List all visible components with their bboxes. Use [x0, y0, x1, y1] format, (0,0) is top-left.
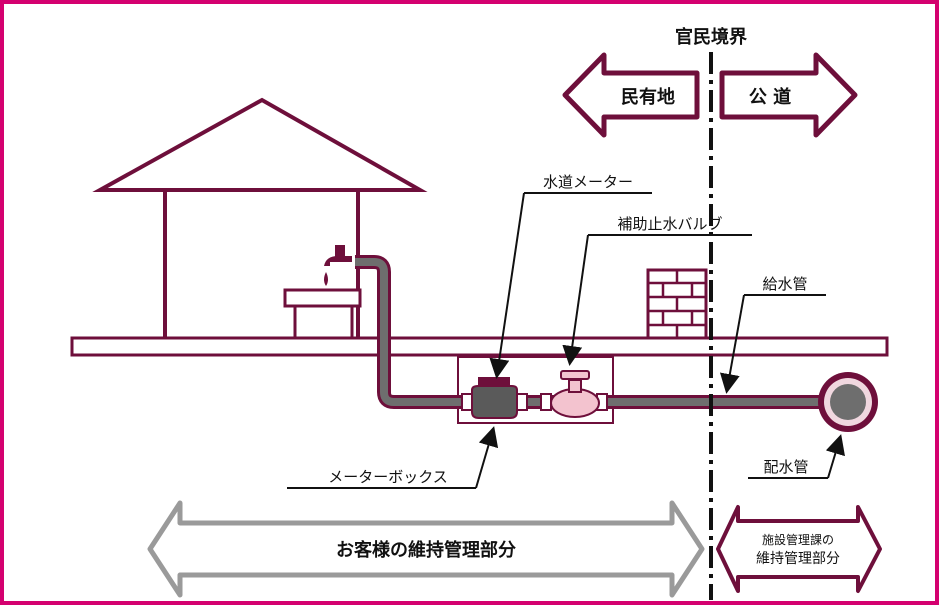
private-land-arrow: [562, 52, 700, 138]
faucet-icon: [324, 245, 352, 286]
leader-meter-box: [287, 426, 499, 489]
private-land-label: 民有地: [621, 86, 675, 108]
ground-surface: [70, 336, 889, 357]
leader-aux-valve: [562, 234, 752, 366]
supply-pipe-label: 給水管: [762, 275, 807, 293]
customer-maintenance-label: お客様の維持管理部分: [336, 539, 516, 561]
supply-pipe: [355, 255, 835, 409]
facility-maintenance-arrow: [716, 505, 882, 593]
public-road-label: 公 道: [749, 86, 791, 108]
facility-maintenance-label-line2: 維持管理部分: [756, 551, 840, 567]
water-meter-label: 水道メーター: [543, 173, 633, 191]
distribution-pipe-icon: [818, 372, 878, 432]
brick-wall: [646, 268, 708, 340]
leader-distribution-pipe: [748, 434, 845, 479]
valve-icon: [540, 370, 608, 418]
house: [92, 97, 428, 337]
leader-supply-pipe: [719, 294, 826, 394]
leader-water-meter: [489, 192, 652, 379]
aux-valve-label: 補助止水バルブ: [617, 215, 722, 233]
facility-maintenance-label-line1: 施設管理課の: [762, 532, 834, 547]
meter-box-label: メーターボックス: [328, 468, 448, 486]
sink: [283, 288, 362, 342]
water-meter-icon: [461, 377, 528, 419]
customer-maintenance-arrow: [147, 500, 705, 598]
public-road-arrow: [719, 52, 858, 138]
boundary-label: 官民境界: [675, 26, 747, 48]
distribution-pipe-label: 配水管: [763, 458, 808, 476]
